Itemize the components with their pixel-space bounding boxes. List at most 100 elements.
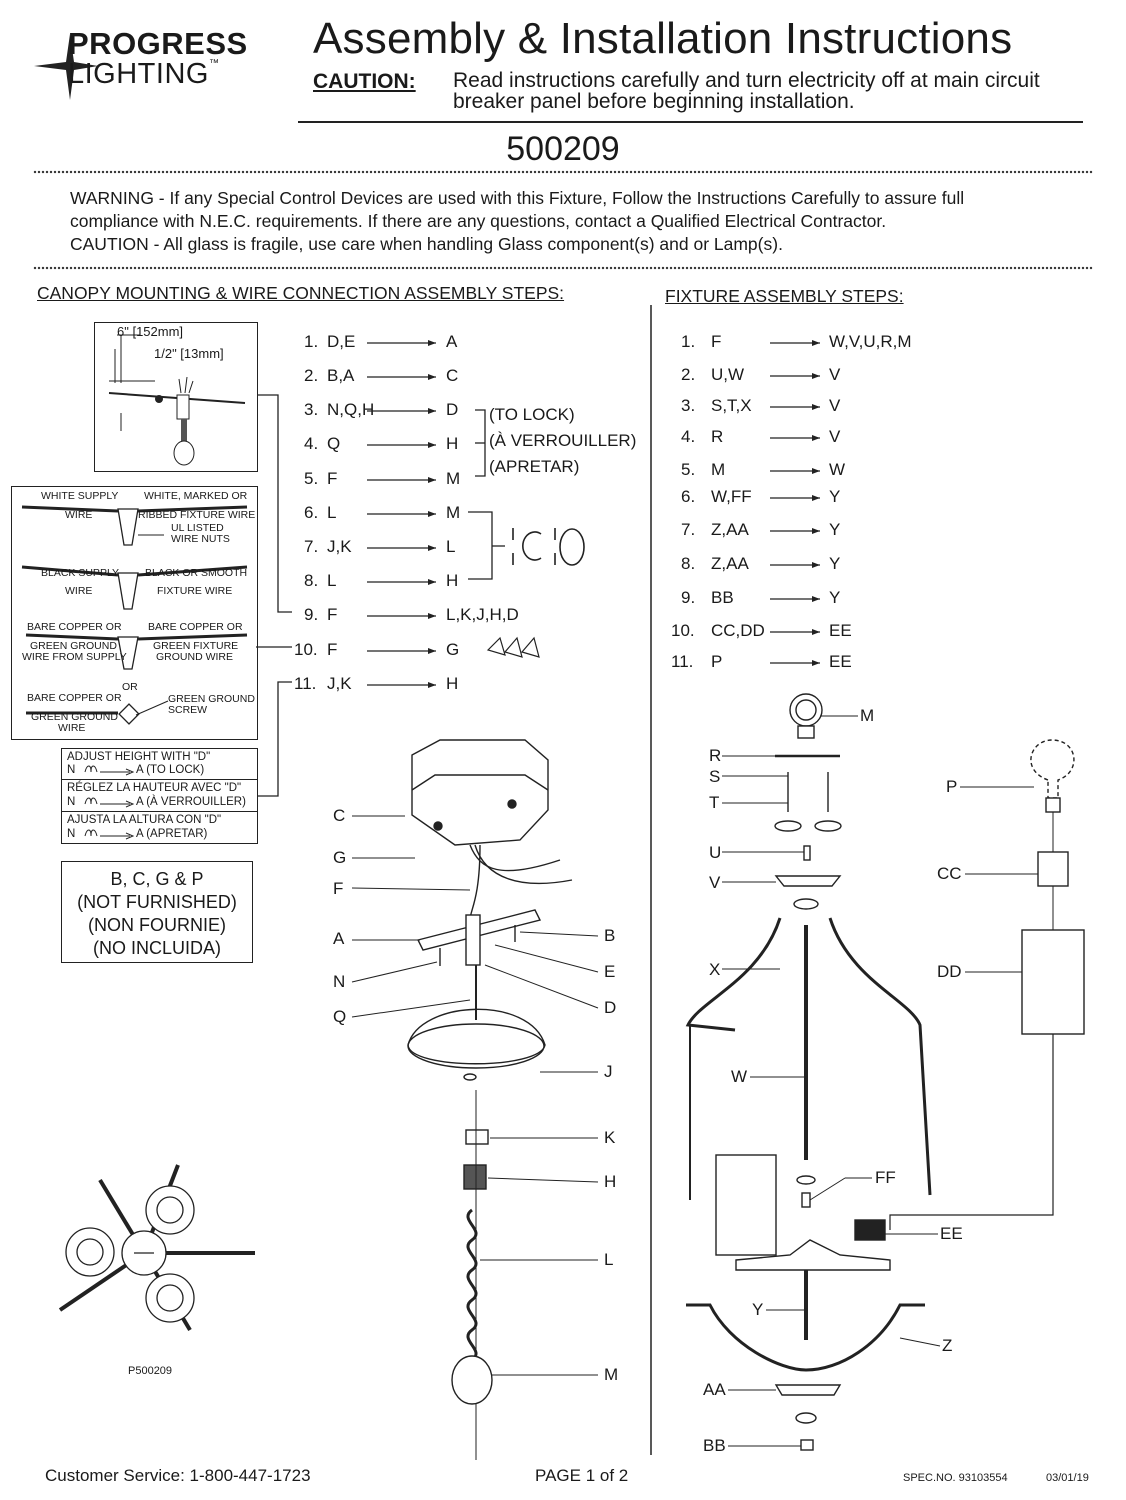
wiring-wire-3: WIRE — [58, 722, 86, 734]
step-number: 8. — [681, 554, 696, 573]
fixture-label-m: M — [860, 706, 875, 725]
wiring-green-ground-screw: GREEN GROUND — [168, 693, 255, 705]
dimension-box — [94, 322, 258, 472]
part-label-h: H — [604, 1172, 617, 1191]
wiring-diagram-box — [11, 486, 258, 740]
step-target: W,V,U,R,M — [829, 332, 912, 351]
wiring-drawing — [21, 505, 248, 725]
wiring-wire-from-supply: WIRE FROM SUPPLY — [22, 651, 127, 663]
warning-line-3: CAUTION - All glass is fragile, use care… — [70, 234, 783, 254]
step-number: 1. — [304, 332, 319, 351]
fixture-label-r: R — [709, 746, 722, 765]
fixture-top-view-drawing — [58, 1164, 255, 1332]
fixture-label-z: Z — [942, 1336, 953, 1355]
step-target: Y — [829, 588, 841, 607]
step-parts: CC,DD — [711, 621, 765, 640]
revision-date: 03/01/19 — [1046, 1472, 1089, 1484]
step-target: G — [446, 640, 460, 659]
step-target: L,K,J,H,D — [446, 605, 519, 624]
step-number: 10. — [294, 640, 318, 659]
warning-block: WARNING - If any Special Control Devices… — [70, 187, 1070, 256]
step-number: 4. — [304, 434, 319, 453]
wiring-white-supply: WHITE SUPPLY — [41, 490, 119, 502]
wiring-wire-1: WIRE — [65, 509, 93, 521]
step-parts: Z,AA — [711, 554, 749, 573]
caution-label: CAUTION: — [313, 70, 416, 93]
wiring-bare-copper-2: BARE COPPER OR — [148, 621, 243, 633]
fixture-label-w: W — [731, 1067, 748, 1086]
fixture-label-bb: BB — [703, 1436, 726, 1455]
part-label-f: F — [333, 879, 344, 898]
customer-service: Customer Service: 1-800-447-1723 — [45, 1466, 311, 1485]
step-number: 2. — [304, 366, 319, 385]
wiring-white-marked: WHITE, MARKED OR — [144, 490, 248, 502]
dim-half-in: 1/2" [13mm] — [154, 346, 224, 361]
step-target: M — [446, 503, 461, 522]
wiring-green-ground-2: GREEN GROUND — [31, 711, 118, 723]
page-title: Assembly & Installation Instructions — [313, 14, 1013, 63]
step-target: Y — [829, 487, 841, 506]
step-target: H — [446, 434, 459, 453]
fixture-label-ff: FF — [875, 1168, 896, 1187]
step-target: Y — [829, 520, 841, 539]
not-furnished-box: B, C, G & P (NOT FURNISHED) (NON FOURNIE… — [61, 861, 253, 963]
wiring-bare-copper-3: BARE COPPER OR — [27, 692, 122, 704]
fixture-label-dd: DD — [937, 962, 962, 981]
part-label-c: C — [333, 806, 346, 825]
spec-number: SPEC.NO. 93103554 — [903, 1472, 1008, 1484]
logo-star-icon — [34, 34, 98, 100]
adjust-es-line2: A (APRETAR) — [136, 828, 208, 840]
part-label-g: G — [333, 848, 347, 867]
wiring-ground-wire: GROUND WIRE — [156, 651, 233, 663]
step-target: EE — [829, 621, 852, 640]
drawing-id: P500209 — [128, 1365, 173, 1377]
step-parts: F — [711, 332, 722, 351]
adjust-en-line2: A (TO LOCK) — [136, 764, 205, 776]
model-number: 500209 — [506, 130, 620, 168]
step-target: EE — [829, 652, 852, 671]
wiring-black-smooth: BLACK OR SMOOTH — [145, 567, 248, 579]
adjust-en-line1: ADJUST HEIGHT WITH "D" — [67, 751, 211, 763]
warning-line-1: WARNING - If any Special Control Devices… — [70, 188, 965, 208]
step-number: 4. — [681, 427, 696, 446]
lock-note-es: (APRETAR) — [489, 457, 580, 476]
part-label-b: B — [604, 926, 616, 945]
step-target: V — [829, 396, 841, 415]
part-label-d: D — [604, 998, 617, 1017]
step-parts: L — [327, 571, 337, 590]
wiring-green-fixture: GREEN FIXTURE — [153, 640, 239, 652]
wiring-fixture-wire: FIXTURE WIRE — [157, 585, 233, 597]
step-number: 10. — [671, 621, 695, 640]
height-dimension-drawing — [108, 334, 246, 466]
part-label-n: N — [333, 972, 346, 991]
wire-nut-icon — [486, 636, 540, 658]
step-number: 5. — [681, 460, 696, 479]
lock-note-en: (TO LOCK) — [489, 405, 575, 424]
fixture-label-cc: CC — [937, 864, 962, 883]
step-parts: F — [327, 605, 338, 624]
step-number: 3. — [304, 400, 319, 419]
step-parts: M — [711, 460, 726, 479]
step-target: L — [446, 537, 456, 556]
wiring-ribbed: RIBBED FIXTURE WIRE — [138, 509, 256, 521]
page-number: PAGE 1 of 2 — [535, 1466, 629, 1485]
step-parts: B,A — [327, 366, 355, 385]
